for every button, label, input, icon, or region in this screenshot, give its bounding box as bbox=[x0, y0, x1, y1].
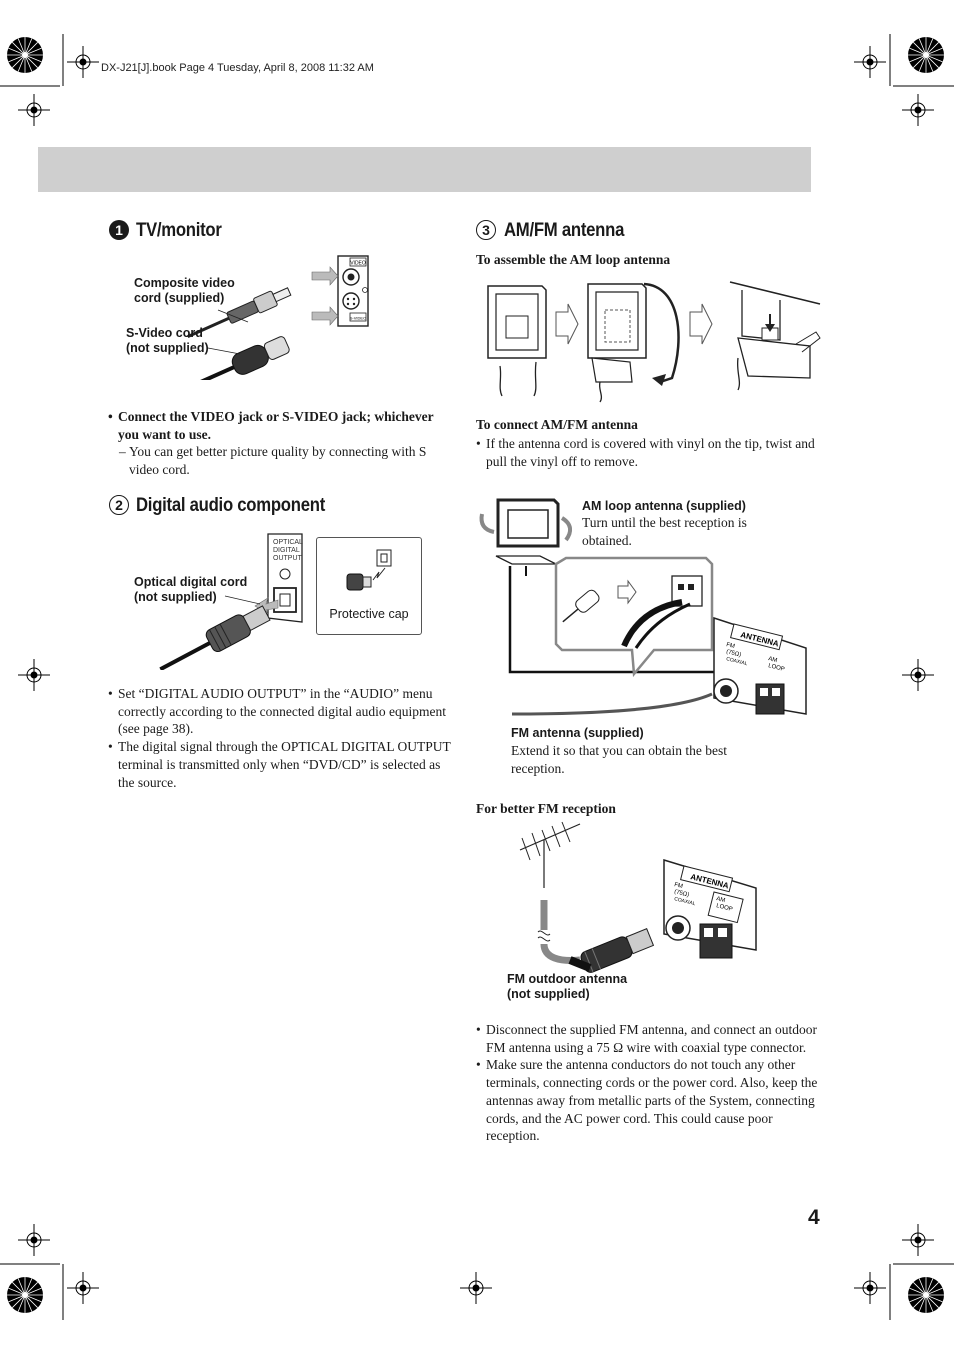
panel-fm-ohm: (75Ω) bbox=[726, 649, 742, 658]
am-loop-caption: Turn until the best reception is obtaine… bbox=[582, 515, 747, 548]
section-number-2: 2 bbox=[109, 495, 129, 515]
section-tv-title: TV/monitor bbox=[136, 220, 222, 241]
section-tv-heading: 1 bbox=[109, 220, 129, 240]
fm-antenna-caption: Extend it so that you can obtain the bes… bbox=[511, 743, 727, 776]
outdoor-panel-fm-coaxial: COAXIAL bbox=[674, 896, 697, 907]
terminal-label-2: DIGITAL bbox=[273, 547, 300, 554]
protective-cap-box: Protective cap bbox=[316, 537, 422, 635]
section-antenna-title: AM/FM antenna bbox=[504, 220, 625, 241]
outdoor-bullet-1: Disconnect the supplied FM antenna, and … bbox=[476, 1021, 821, 1056]
am-loop-label: AM loop antenna (supplied) bbox=[582, 499, 746, 513]
jack-video-label: VIDEO bbox=[350, 261, 366, 267]
am-fm-connection-diagram: ANTENNA FM (75Ω) COAXIAL AM LOOP bbox=[479, 498, 807, 716]
section-number-1: 1 bbox=[109, 220, 129, 240]
tv-instructions: Connect the VIDEO jack or S-VIDEO jack; … bbox=[108, 408, 453, 479]
tv-bullet-connect: Connect the VIDEO jack or S-VIDEO jack; … bbox=[108, 408, 453, 443]
digital-instructions: Set “DIGITAL AUDIO OUTPUT” in the “AUDIO… bbox=[108, 685, 453, 791]
page-number: 4 bbox=[808, 1206, 820, 1229]
fm-outdoor-antenna-diagram: ANTENNA FM (75Ω) COAXIAL AM LOOP bbox=[519, 821, 757, 973]
fm-outdoor-antenna-label: FM outdoor antenna (not supplied) bbox=[507, 972, 628, 1001]
better-fm-heading: For better FM reception bbox=[476, 801, 616, 816]
outdoor-panel-am-loop: LOOP bbox=[716, 903, 734, 913]
section-antenna-heading: 3 bbox=[476, 220, 496, 240]
digital-bullet-2: The digital signal through the OPTICAL D… bbox=[108, 738, 453, 791]
outdoor-panel-fm-label: FM bbox=[674, 882, 684, 890]
section-number-3: 3 bbox=[476, 220, 496, 240]
fm-antenna-label: FM antenna (supplied) bbox=[511, 726, 644, 740]
connect-bullet: If the antenna cord is covered with viny… bbox=[476, 435, 821, 470]
optical-connection-diagram: OPTICAL DIGITAL OUTPUT bbox=[159, 533, 303, 670]
protective-cap-icon bbox=[346, 549, 392, 591]
header-band bbox=[38, 147, 811, 192]
protective-cap-label: Protective cap bbox=[329, 607, 409, 621]
am-loop-assembly-diagram bbox=[487, 281, 821, 403]
panel-fm-label: FM bbox=[726, 642, 736, 650]
header-file-info: DX-J21[J].book Page 4 Tuesday, April 8, … bbox=[101, 62, 374, 74]
panel-am-label: AM bbox=[768, 656, 778, 664]
outdoor-panel-am-label: AM bbox=[716, 896, 726, 904]
terminal-label-1: OPTICAL bbox=[273, 539, 303, 546]
connect-heading: To connect AM/FM antenna bbox=[476, 417, 638, 432]
section-digital-heading: 2 bbox=[109, 495, 129, 515]
panel-fm-coaxial: COAXIAL bbox=[726, 656, 749, 667]
panel-am-loop: LOOP bbox=[768, 663, 786, 673]
outdoor-bullet-2: Make sure the antenna conductors do not … bbox=[476, 1056, 821, 1145]
digital-bullet-1: Set “DIGITAL AUDIO OUTPUT” in the “AUDIO… bbox=[108, 685, 453, 738]
svideo-cord-label: S-Video cord (not supplied) bbox=[126, 326, 209, 355]
tv-connection-diagram: VIDEO S-VIDEO bbox=[169, 255, 369, 380]
optical-cord-label: Optical digital cord (not supplied) bbox=[134, 575, 248, 604]
tv-dash-note: You can get better picture quality by co… bbox=[108, 443, 453, 478]
composite-cord-label: Composite video cord (supplied) bbox=[134, 276, 235, 305]
jack-svideo-label: S-VIDEO bbox=[350, 316, 366, 321]
terminal-label-3: OUTPUT bbox=[273, 555, 303, 562]
assemble-heading: To assemble the AM loop antenna bbox=[476, 252, 671, 267]
outdoor-panel-fm-ohm: (75Ω) bbox=[674, 889, 690, 898]
section-digital-title: Digital audio component bbox=[136, 495, 325, 516]
outdoor-instructions: Disconnect the supplied FM antenna, and … bbox=[476, 1021, 821, 1145]
connect-instructions: If the antenna cord is covered with viny… bbox=[476, 435, 821, 470]
